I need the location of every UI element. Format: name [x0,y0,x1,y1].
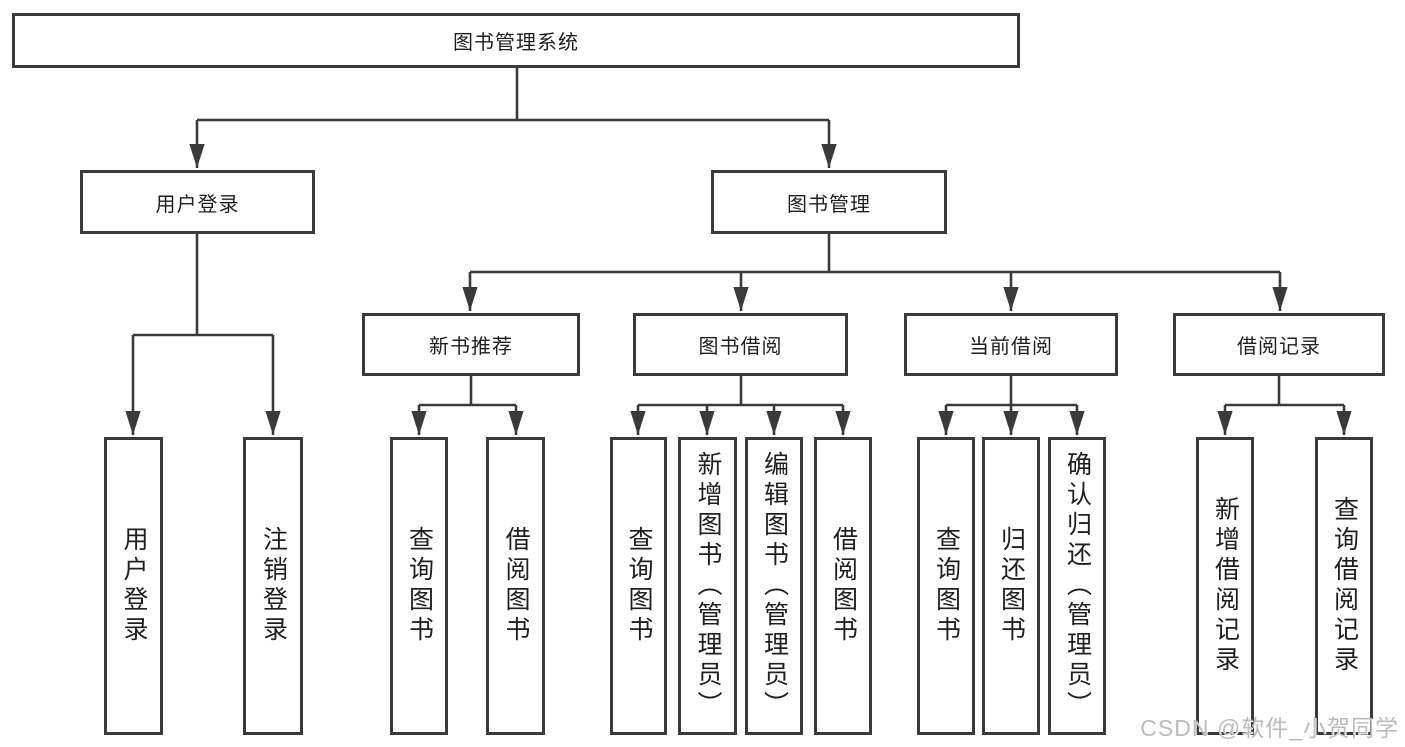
leaf-user-login: 用户登录 [104,437,163,735]
leaf-newbook-query-books: 查询图书 [390,437,448,735]
node-book-management: 图书管理 [711,170,947,234]
leaf-record-add-borrow-record: 新增借阅记录 [1196,437,1254,735]
leaf-borrow-edit-books-admin: 编辑图书（管理员） [745,437,803,735]
leaf-borrow-add-books-admin-label: 新增图书（管理员） [694,451,722,721]
csdn-watermark: CSDN @软件_小贺同学 [1140,715,1399,741]
leaf-logout-label: 注销登录 [259,526,288,646]
leaf-record-add-borrow-record-label: 新增借阅记录 [1211,496,1240,676]
leaf-borrow-query-books: 查询图书 [610,437,667,735]
leaf-record-query-borrow-record: 查询借阅记录 [1315,437,1373,735]
leaf-record-query-borrow-record-label: 查询借阅记录 [1330,496,1359,676]
leaf-borrow-add-books-admin: 新增图书（管理员） [678,437,737,735]
node-book-management-label: 图书管理 [787,193,871,216]
node-book-borrow-label: 图书借阅 [698,336,783,358]
leaf-current-confirm-return-admin: 确认归还（管理员） [1048,437,1106,735]
node-new-book-recommend-label: 新书推荐 [429,336,513,358]
leaf-current-confirm-return-admin-label: 确认归还（管理员） [1063,451,1092,721]
node-current-borrow: 当前借阅 [904,313,1118,376]
leaf-current-query-books-label: 查询图书 [932,526,961,646]
node-user-login: 用户登录 [80,170,315,234]
node-user-login-label: 用户登录 [155,193,240,216]
leaf-current-return-books: 归还图书 [982,437,1040,735]
leaf-logout: 注销登录 [243,437,303,735]
leaf-current-query-books: 查询图书 [917,437,975,735]
leaf-borrow-edit-books-admin-label: 编辑图书（管理员） [760,451,789,721]
node-root-label: 图书管理系统 [453,32,579,54]
leaf-newbook-query-books-label: 查询图书 [405,526,434,646]
leaf-newbook-borrow-books: 借阅图书 [486,437,545,735]
leaf-user-login-label: 用户登录 [120,526,148,646]
leaf-borrow-borrow-books-label: 借阅图书 [829,526,858,646]
leaf-borrow-borrow-books: 借阅图书 [814,437,872,735]
node-borrow-record-label: 借阅记录 [1237,336,1321,358]
node-current-borrow-label: 当前借阅 [969,336,1053,358]
leaf-current-return-books-label: 归还图书 [997,526,1026,646]
node-borrow-record: 借阅记录 [1173,313,1385,376]
leaf-newbook-borrow-books-label: 借阅图书 [502,526,530,646]
node-book-borrow: 图书借阅 [633,313,848,376]
node-new-book-recommend: 新书推荐 [362,313,580,376]
leaf-borrow-query-books-label: 查询图书 [625,526,653,646]
node-root-library-system: 图书管理系统 [12,13,1020,68]
